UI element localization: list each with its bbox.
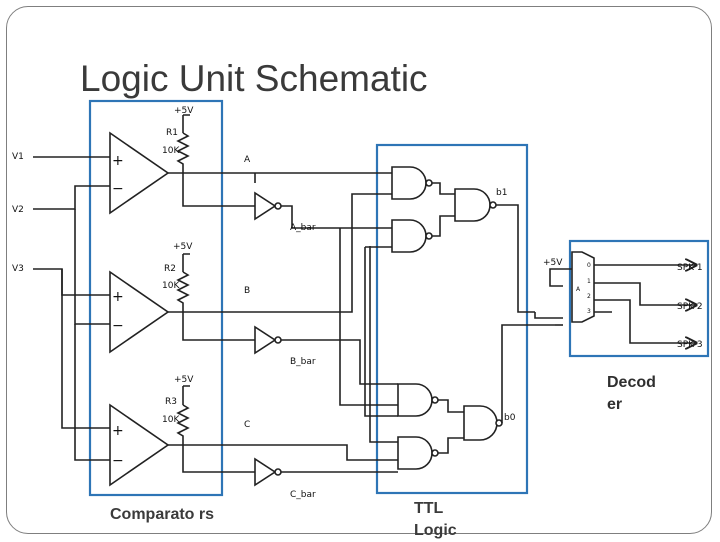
decoder-in-a: A bbox=[576, 286, 581, 293]
nand-gate-4 bbox=[397, 436, 433, 470]
r1-value: 10K bbox=[162, 146, 180, 156]
input-v3-label: V3 bbox=[12, 264, 24, 274]
supply-5v-decoder: +5V bbox=[543, 258, 563, 268]
op-amp-1 bbox=[109, 131, 170, 215]
decoder-out-0: 0 bbox=[587, 262, 591, 269]
signal-c-bar-label: C_bar bbox=[290, 490, 316, 500]
nand-gate-1 bbox=[391, 166, 427, 200]
r2-value: 10K bbox=[162, 281, 180, 291]
ttl-logic-box bbox=[375, 143, 529, 495]
signal-c-label: C bbox=[244, 420, 250, 430]
decoder-block bbox=[571, 251, 595, 323]
op-amp-3-minus: − bbox=[112, 453, 124, 469]
speaker-2-label: SPK 2 bbox=[677, 302, 703, 312]
r1-label: R1 bbox=[166, 128, 178, 138]
decoder-out-2: 2 bbox=[587, 293, 591, 300]
inverter-a bbox=[254, 191, 277, 221]
op-amp-3-plus: + bbox=[112, 423, 124, 439]
decoder-out-1: 1 bbox=[587, 278, 591, 285]
decoder-out-3: 3 bbox=[587, 308, 591, 315]
ttl-logic-caption: TTL Logic bbox=[414, 500, 457, 539]
input-v2-label: V2 bbox=[12, 205, 24, 215]
resistor-r2 bbox=[176, 271, 190, 312]
output-b0-label: b0 bbox=[504, 413, 516, 423]
slide-frame bbox=[6, 6, 712, 534]
op-amp-2-plus: + bbox=[112, 289, 124, 305]
supply-5v-2: +5V bbox=[173, 242, 193, 252]
signal-a-label: A bbox=[244, 155, 251, 165]
decoder-caption: Decod er bbox=[607, 374, 656, 413]
comparators-caption: Comparato rs bbox=[110, 506, 215, 523]
supply-5v-3: +5V bbox=[174, 375, 194, 385]
op-amp-1-minus: − bbox=[112, 181, 124, 197]
output-b1-label: b1 bbox=[496, 188, 507, 198]
r2-label: R2 bbox=[164, 264, 176, 274]
nand-gate-3 bbox=[397, 383, 433, 417]
op-amp-2-minus: − bbox=[112, 318, 124, 334]
nand-gate-2 bbox=[391, 219, 427, 253]
resistor-r3 bbox=[176, 404, 190, 445]
signal-a-bar-label: A_bar bbox=[290, 223, 316, 233]
r3-label: R3 bbox=[165, 397, 177, 407]
resistor-r1 bbox=[176, 132, 190, 173]
r3-value: 10K bbox=[162, 415, 180, 425]
inverter-c bbox=[254, 457, 277, 487]
speaker-1-label: SPK 1 bbox=[677, 263, 703, 273]
speaker-3-label: SPK 3 bbox=[677, 340, 703, 350]
decoder-box bbox=[568, 239, 710, 358]
comparators-box bbox=[88, 99, 224, 497]
op-amp-1-plus: + bbox=[112, 153, 124, 169]
input-v1-label: V1 bbox=[12, 152, 24, 162]
nand-gate-b1 bbox=[454, 188, 491, 222]
inverter-b bbox=[254, 325, 277, 355]
op-amp-3 bbox=[109, 403, 170, 487]
slide-title: Logic Unit Schematic bbox=[80, 58, 428, 99]
signal-b-bar-label: B_bar bbox=[290, 357, 316, 367]
signal-b-label: B bbox=[244, 286, 250, 296]
nand-gate-b0 bbox=[463, 405, 498, 441]
op-amp-2 bbox=[109, 270, 170, 354]
supply-5v-1: +5V bbox=[174, 106, 194, 116]
